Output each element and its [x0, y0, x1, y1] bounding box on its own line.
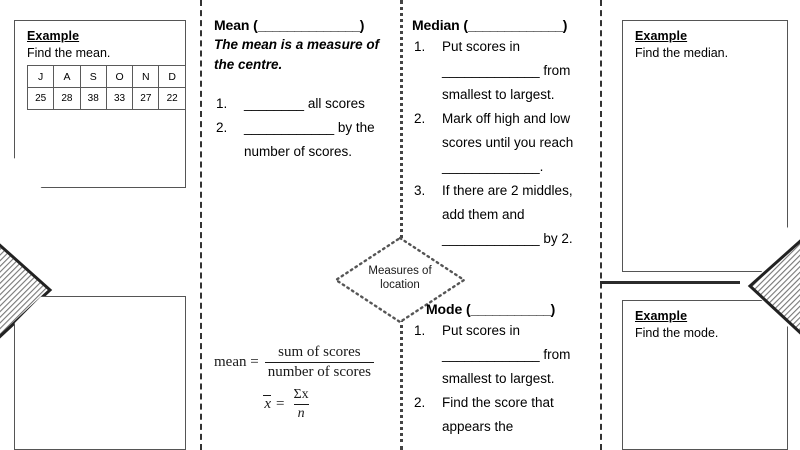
example-mean-title: Example [27, 29, 80, 43]
mean-formula-numerator: sum of scores [278, 344, 361, 360]
column-mode: Mode (___________) 1. Put scores in ____… [412, 300, 592, 439]
table-value-cell: 27 [132, 87, 160, 110]
example-mode-prompt: Find the mode. [635, 326, 719, 340]
example-median-title: Example [635, 29, 688, 43]
table-value-cell: 25 [26, 87, 55, 110]
example-box-mean: Example Find the mean. J A S O N D 25 28… [14, 20, 186, 188]
mode-step-1-text[interactable]: Put scores in _____________ from smalles… [442, 323, 571, 386]
mode-steps-list: 1. Put scores in _____________ from smal… [412, 319, 592, 439]
median-step-3-number: 3. [414, 183, 426, 198]
mode-heading-suffix: ) [550, 301, 556, 317]
table-header-cell: D [158, 65, 186, 88]
center-node-label: Measures of location [333, 265, 467, 292]
diamond-shape-icon [333, 236, 467, 324]
table-header-cell: A [53, 65, 81, 88]
table-header-cell: J [26, 65, 55, 88]
mean-heading-blank[interactable]: ______________ [257, 17, 361, 33]
mode-step-2-number: 2. [414, 395, 426, 410]
table-value-cell: 28 [53, 87, 81, 110]
mean-formula-sigma-denominator: n [293, 404, 309, 422]
median-heading: Median (_____________) [412, 16, 592, 35]
right-chevron-arrow-icon [747, 239, 800, 335]
mean-formula-fraction: sum of scores number of scores [264, 344, 375, 381]
median-steps-list: 1. Put scores in _____________ from smal… [412, 35, 592, 251]
center-node-label-line1: Measures of [368, 265, 432, 277]
median-heading-prefix: Median ( [412, 17, 468, 33]
mode-heading-prefix: Mode ( [426, 301, 471, 317]
mean-formula-sigma-fraction: Σx n [289, 387, 312, 422]
median-step-2-number: 2. [414, 111, 426, 126]
example-mean-data-table: J A S O N D 25 28 38 33 27 22 [26, 65, 186, 110]
mean-heading: Mean (______________) [214, 16, 390, 35]
divider-left-dashed [200, 0, 202, 450]
mean-definition: The mean is a measure of the centre. [214, 37, 380, 72]
median-heading-suffix: ) [562, 17, 568, 33]
example-box-mode: Example Find the mode. [622, 300, 788, 450]
mode-step-2-text[interactable]: Find the score that appears the [442, 395, 554, 434]
mean-formula: mean = sum of scores number of scores x … [214, 344, 396, 422]
median-step-1-number: 1. [414, 39, 426, 54]
answer-box-left-lower [14, 296, 186, 450]
table-row: 25 28 38 33 27 22 [26, 87, 186, 110]
table-value-cell: 38 [79, 87, 107, 110]
x-bar-symbol: x [263, 395, 272, 412]
column-mean: Mean (______________) The mean is a meas… [214, 16, 390, 164]
example-mode-title: Example [635, 309, 688, 323]
mean-formula-words: mean = sum of scores number of scores [214, 344, 396, 381]
mean-formula-equals: = [276, 396, 285, 412]
center-node-label-line2: location [380, 278, 420, 291]
table-header-cell: S [79, 65, 107, 88]
median-step-3: 3. If there are 2 middles, add them and … [412, 179, 592, 251]
mean-step-2: 2. ____________ by the number of scores. [214, 116, 390, 164]
mode-heading: Mode (___________) [412, 300, 592, 319]
divider-center-dotted [400, 0, 403, 450]
mean-heading-suffix: ) [359, 17, 365, 33]
median-step-3-text[interactable]: If there are 2 middles, add them and ___… [442, 183, 573, 246]
mean-step-2-number: 2. [216, 120, 228, 135]
table-header-cell: O [105, 65, 134, 88]
mean-formula-lhs: mean = [214, 354, 259, 370]
mean-step-1-text[interactable]: ________ all scores [244, 96, 365, 111]
median-heading-blank[interactable]: _____________ [467, 17, 563, 33]
example-mean-prompt: Find the mean. [27, 46, 111, 60]
mean-formula-symbolic: x = Σx n [214, 387, 396, 422]
mode-heading-blank[interactable]: ___________ [470, 301, 552, 317]
center-node-diamond: Measures of location [333, 235, 467, 325]
mean-heading-prefix: Mean ( [214, 17, 258, 33]
mean-formula-denominator: number of scores [264, 362, 375, 381]
table-row: J A S O N D [26, 65, 186, 88]
example-median-prompt: Find the median. [635, 46, 729, 60]
median-step-2-text[interactable]: Mark off high and low scores until you r… [442, 111, 574, 174]
mean-spacer [214, 74, 390, 92]
example-box-median: Example Find the median. [622, 20, 788, 272]
median-step-2: 2. Mark off high and low scores until yo… [412, 107, 592, 179]
mean-step-1: 1. ________ all scores [214, 92, 390, 116]
mean-formula-sigma-numerator: Σx [293, 387, 309, 402]
table-header-cell: N [132, 65, 160, 88]
mean-step-1-number: 1. [216, 96, 228, 111]
median-step-1: 1. Put scores in _____________ from smal… [412, 35, 592, 107]
mode-step-1: 1. Put scores in _____________ from smal… [412, 319, 592, 391]
column-median: Median (_____________) 1. Put scores in … [412, 16, 592, 251]
table-value-cell: 33 [105, 87, 134, 110]
table-value-cell: 22 [158, 87, 186, 110]
median-step-1-text[interactable]: Put scores in _____________ from smalles… [442, 39, 571, 102]
mean-step-2-text[interactable]: ____________ by the number of scores. [244, 120, 375, 159]
mean-steps-list: 1. ________ all scores 2. ____________ b… [214, 92, 390, 164]
mode-step-1-number: 1. [414, 323, 426, 338]
divider-horizontal-right [600, 281, 740, 284]
mode-step-2: 2. Find the score that appears the [412, 391, 592, 439]
divider-right-dashed [600, 0, 602, 450]
